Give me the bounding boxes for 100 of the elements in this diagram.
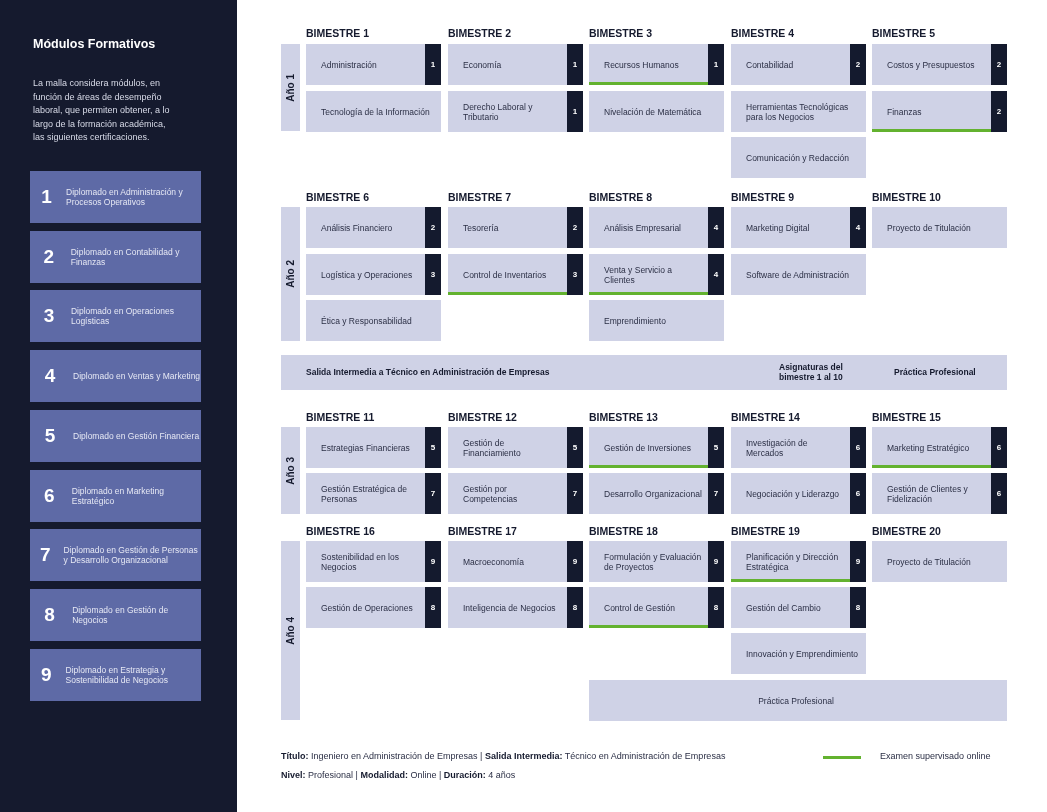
course-card — [872, 44, 1007, 85]
module-card — [30, 230, 201, 283]
course-name: Proyecto de Titulación — [886, 222, 972, 233]
course-card — [448, 91, 583, 132]
module-number: 1 — [40, 186, 53, 208]
course-name: Gestión del Cambio — [745, 602, 822, 613]
course-name: Marketing Digital — [745, 222, 811, 233]
course-name: Planificación y Dirección Estratégica — [745, 551, 840, 572]
banner-text: Salida Intermedia a Técnico en Administración de Empresas — [306, 367, 551, 377]
year-band — [281, 541, 300, 720]
course-card — [872, 427, 1007, 468]
module-number-badge: 8 — [567, 587, 583, 628]
course-name: Negociación y Liderazgo — [745, 488, 841, 499]
banner-text: Práctica Profesional — [894, 367, 977, 377]
module-number-badge: 9 — [708, 541, 724, 582]
course-name: Gestión de Clientes y Fidelización — [886, 483, 969, 504]
module-title: Diplomado en Gestión de Personas y Desarrollo Organizacional — [63, 545, 199, 566]
intro-paragraph: La malla considera módulos, en función de áreas de desempeño laboral, que permiten obtener, a lo largo de la formación académica, las siguientes certificaciones. — [33, 77, 171, 144]
course-card — [731, 427, 866, 468]
course-name: Gestión de Inversiones — [603, 442, 692, 453]
legend-label: Examen supervisado online — [880, 751, 991, 761]
course-name: Nivelación de Matemática — [603, 106, 703, 117]
year-band — [281, 427, 300, 514]
module-number-badge: 5 — [425, 427, 441, 468]
year-label: Año 2 — [285, 260, 296, 288]
module-number: 2 — [42, 245, 56, 268]
course-card — [731, 44, 866, 85]
module-number-badge: 9 — [425, 541, 441, 582]
module-number-badge: 2 — [991, 91, 1007, 132]
course-name: Contabilidad — [745, 59, 795, 70]
course-card — [448, 541, 583, 582]
footer-note: Título: Ingeniero en Administración de Empresas | Salida Intermedia: Técnico en Administración de Empresas — [281, 751, 726, 761]
module-title: Diplomado en Gestión Financiera — [73, 430, 200, 441]
course-card — [448, 473, 583, 514]
course-name: Marketing Estratégico — [886, 442, 971, 453]
course-name: Ética y Responsabilidad — [320, 315, 413, 326]
module-number-badge: 6 — [850, 427, 866, 468]
module-number-badge: 7 — [708, 473, 724, 514]
course-name: Herramientas Tecnológicas para los Negocios — [745, 101, 850, 122]
year-band — [281, 207, 300, 341]
course-card — [448, 44, 583, 85]
period-heading: BIMESTRE 8 — [589, 191, 652, 203]
module-card — [30, 290, 201, 343]
course-card — [589, 300, 724, 341]
course-card — [872, 207, 1007, 248]
course-name: Comunicación y Redacción — [745, 152, 850, 163]
course-card — [731, 91, 866, 132]
course-name: Gestión por Competencias — [462, 483, 519, 504]
year-label: Año 4 — [285, 616, 296, 645]
course-card — [306, 207, 441, 248]
module-number: 9 — [40, 663, 53, 686]
course-name: Tecnología de la Información — [320, 106, 431, 117]
module-title: Diplomado en Administración y Procesos Operativos — [66, 187, 184, 207]
year-band — [281, 44, 300, 131]
period-heading: BIMESTRE 3 — [589, 27, 652, 39]
course-name: Inteligencia de Negocios — [462, 602, 557, 613]
period-heading: BIMESTRE 13 — [589, 411, 658, 423]
module-number-badge: 1 — [567, 44, 583, 85]
course-name: Finanzas — [886, 106, 923, 117]
course-name: Software de Administración — [745, 269, 850, 280]
course-card — [448, 427, 583, 468]
course-card — [731, 137, 866, 178]
period-heading: BIMESTRE 12 — [448, 411, 517, 423]
course-name: Recursos Humanos — [603, 59, 680, 70]
module-number-badge: 3 — [425, 254, 441, 295]
course-card — [448, 207, 583, 248]
course-card — [589, 91, 724, 132]
course-name: Gestión de Financiamiento — [462, 437, 522, 458]
footer-note: Nivel: Profesional | Modalidad: Online | Duración: 4 años — [281, 770, 516, 780]
course-card — [306, 473, 441, 514]
module-card — [30, 588, 201, 641]
module-number-badge: 2 — [425, 207, 441, 248]
course-card — [872, 91, 1007, 132]
course-name: Análisis Financiero — [320, 222, 394, 233]
module-number: 3 — [42, 305, 56, 328]
course-card — [589, 254, 724, 295]
course-name: Emprendimiento — [603, 315, 667, 326]
course-name: Costos y Presupuestos — [886, 59, 976, 70]
module-number-badge: 4 — [708, 207, 724, 248]
course-card — [589, 473, 724, 514]
period-heading: BIMESTRE 14 — [731, 411, 800, 423]
course-name: Gestión Estratégica de Personas — [320, 483, 408, 504]
period-heading: BIMESTRE 17 — [448, 525, 517, 537]
period-heading: BIMESTRE 4 — [731, 27, 794, 39]
module-title: Diplomado en Marketing Estratégico — [71, 485, 165, 506]
module-card — [30, 529, 201, 582]
course-name: Gestión de Operaciones — [320, 602, 414, 613]
module-number-badge: 6 — [850, 473, 866, 514]
course-name: Logística y Operaciones — [320, 269, 414, 280]
period-heading: BIMESTRE 11 — [306, 411, 375, 423]
module-card — [30, 469, 201, 522]
course-card — [872, 541, 1007, 582]
period-heading: BIMESTRE 6 — [306, 191, 369, 203]
module-number: 8 — [43, 603, 56, 626]
course-name: Derecho Laboral y Tributario — [462, 101, 534, 122]
course-name: Venta y Servicio a Clientes — [603, 264, 674, 285]
course-name: Práctica Profesional — [757, 695, 835, 706]
course-name: Administración — [320, 59, 378, 70]
sidebar-heading: Módulos Formativos — [33, 37, 157, 51]
period-heading: BIMESTRE 15 — [872, 411, 941, 423]
